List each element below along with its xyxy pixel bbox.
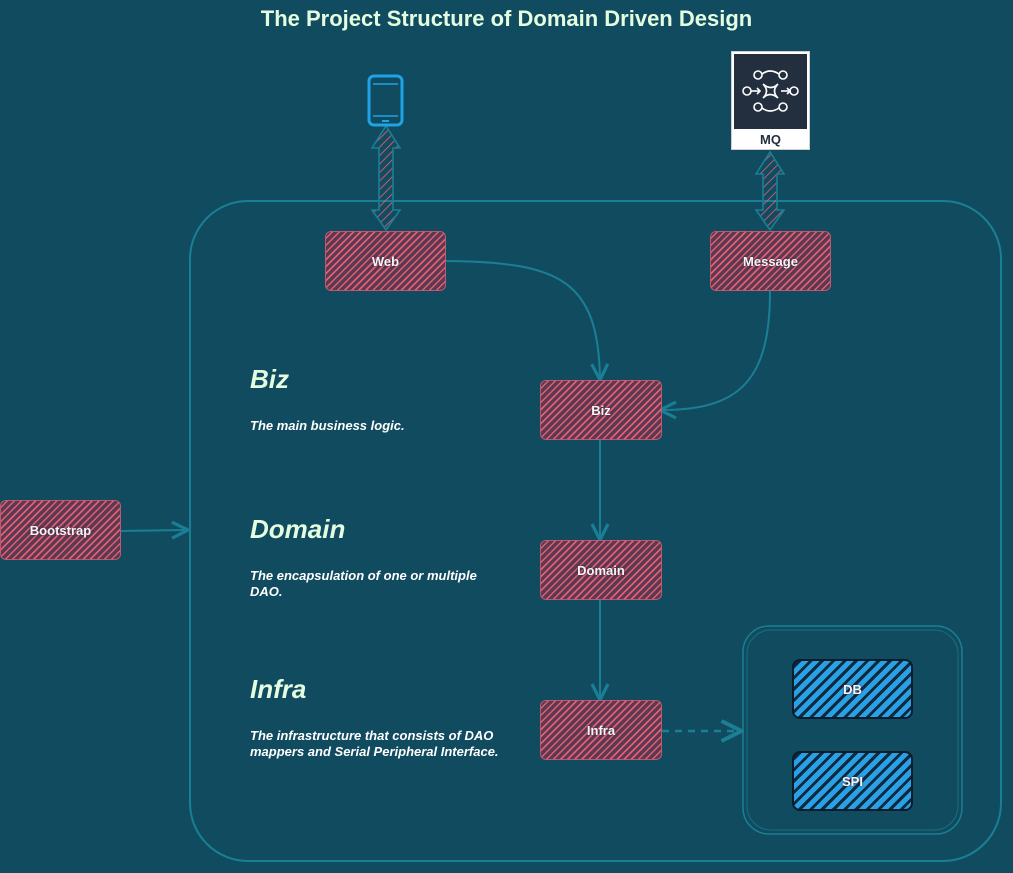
infra-layer-heading: Infra xyxy=(250,674,307,704)
mq-label: MQ xyxy=(760,132,781,147)
infra-layer-description: The infrastructure that consists of DAO … xyxy=(250,728,499,759)
web-to-biz-connector xyxy=(445,260,600,378)
domain-layer-description: The encapsulation of one or multiple DAO… xyxy=(250,568,477,599)
diagram-title: The Project Structure of Domain Driven D… xyxy=(260,6,753,31)
web-bidirectional-arrow xyxy=(370,124,402,232)
message-node[interactable]: Message xyxy=(710,231,831,291)
bootstrap-to-app-connector xyxy=(120,530,186,531)
spi-node[interactable]: SPI xyxy=(792,751,913,811)
message-to-biz-connector xyxy=(662,290,771,410)
infra-node[interactable]: Infra xyxy=(540,700,662,760)
domain-layer-heading: Domain xyxy=(250,514,346,544)
db-node[interactable]: DB xyxy=(792,659,913,719)
domain-node[interactable]: Domain xyxy=(540,540,662,600)
biz-layer-description: The main business logic. xyxy=(250,418,405,433)
message-queue-icon: MQ xyxy=(731,51,810,150)
mq-bidirectional-arrow xyxy=(754,150,786,232)
biz-node[interactable]: Biz xyxy=(540,380,662,440)
web-node[interactable]: Web xyxy=(325,231,446,291)
bootstrap-node[interactable]: Bootstrap xyxy=(0,500,121,560)
mobile-phone-icon xyxy=(367,74,404,127)
biz-layer-heading: Biz xyxy=(250,364,289,394)
mq-glyph xyxy=(742,70,799,112)
